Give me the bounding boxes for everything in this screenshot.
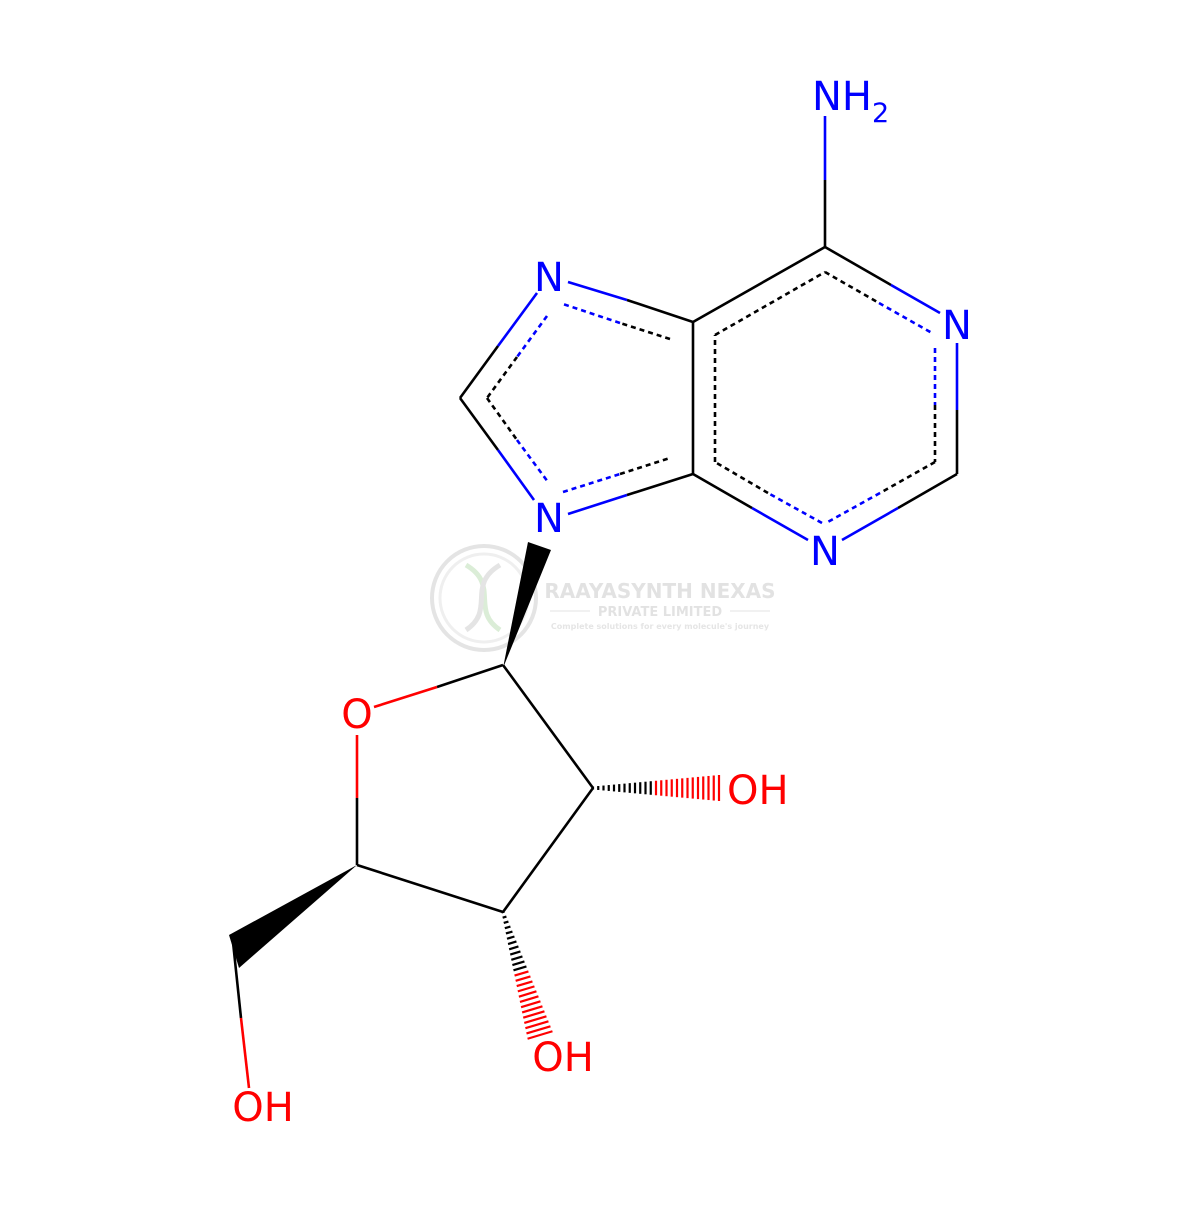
- hash-stroke: [508, 945, 519, 951]
- stereo-bonds: [229, 542, 721, 1040]
- bond-c3-c2: [501, 787, 595, 913]
- hash-stroke: [518, 990, 537, 998]
- wedge-c1-n9: [503, 542, 551, 668]
- hash-stroke: [513, 965, 527, 972]
- hash-stroke: [522, 1010, 545, 1019]
- hash-stroke: [527, 1030, 553, 1040]
- bond-c5p-o5: [231, 941, 243, 1019]
- hash-stroke: [521, 1005, 543, 1014]
- hash-stroke: [503, 920, 509, 925]
- atom-nh2: NH2: [812, 74, 889, 129]
- hash-stroke: [517, 985, 535, 993]
- watermark-subtitle: PRIVATE LIMITED: [598, 605, 723, 620]
- hash-stroke: [514, 970, 529, 977]
- bond-c5-n7: [626, 298, 694, 324]
- hash-stroke: [504, 925, 511, 930]
- atom-labels: NH2 N N N N O OH OH OH: [232, 74, 972, 1131]
- hash-stroke: [502, 915, 507, 919]
- hash-stroke: [507, 940, 517, 946]
- wedge-c4-c5p: [229, 865, 357, 968]
- bond-c5-c6: [692, 245, 826, 324]
- bond-n3-c4: [751, 506, 809, 542]
- hash-stroke: [509, 950, 521, 956]
- atom-n7: N: [534, 255, 564, 301]
- atom-n1: N: [942, 303, 972, 349]
- atom-oh-3: OH: [532, 1035, 594, 1081]
- bond-c8-n9: [458, 397, 500, 451]
- hash-stroke: [516, 980, 533, 988]
- atom-oh-5: OH: [232, 1085, 294, 1131]
- hash-stroke: [510, 955, 523, 961]
- atom-n9: N: [534, 496, 564, 542]
- atom-n3: N: [810, 529, 840, 575]
- hash-stroke: [526, 1025, 551, 1035]
- bond-c1-o4: [436, 663, 504, 689]
- watermark-company: RAAYASYNTH NEXAS: [544, 579, 775, 603]
- hash-stroke: [520, 1000, 541, 1009]
- bond-n9-c4: [567, 493, 628, 516]
- atom-oh-2: OH: [727, 768, 789, 814]
- watermark: RAAYASYNTH NEXAS PRIVATE LIMITED Complet…: [430, 544, 776, 652]
- bond-n7-c8: [496, 292, 539, 347]
- bonds: [231, 116, 959, 1089]
- watermark-logo-icon: [430, 544, 538, 652]
- hash-stroke: [512, 960, 525, 967]
- hash-c3-oh: [501, 910, 553, 1040]
- bond-c2-n3: [897, 472, 958, 510]
- bond-c4-c3: [356, 863, 504, 914]
- hash-stroke: [525, 1020, 549, 1030]
- hash-c2-oh: [591, 775, 721, 801]
- atom-o-ring: O: [341, 692, 372, 738]
- hash-stroke: [523, 1015, 547, 1025]
- hash-stroke: [519, 995, 539, 1003]
- hash-stroke: [505, 930, 513, 935]
- bond-c6-n1: [824, 245, 892, 287]
- hash-stroke: [515, 975, 531, 982]
- watermark-tagline: Complete solutions for every molecule's …: [551, 622, 770, 631]
- hash-stroke: [506, 935, 515, 940]
- hash-stroke: [501, 910, 505, 914]
- bond-c2-c1: [501, 664, 595, 789]
